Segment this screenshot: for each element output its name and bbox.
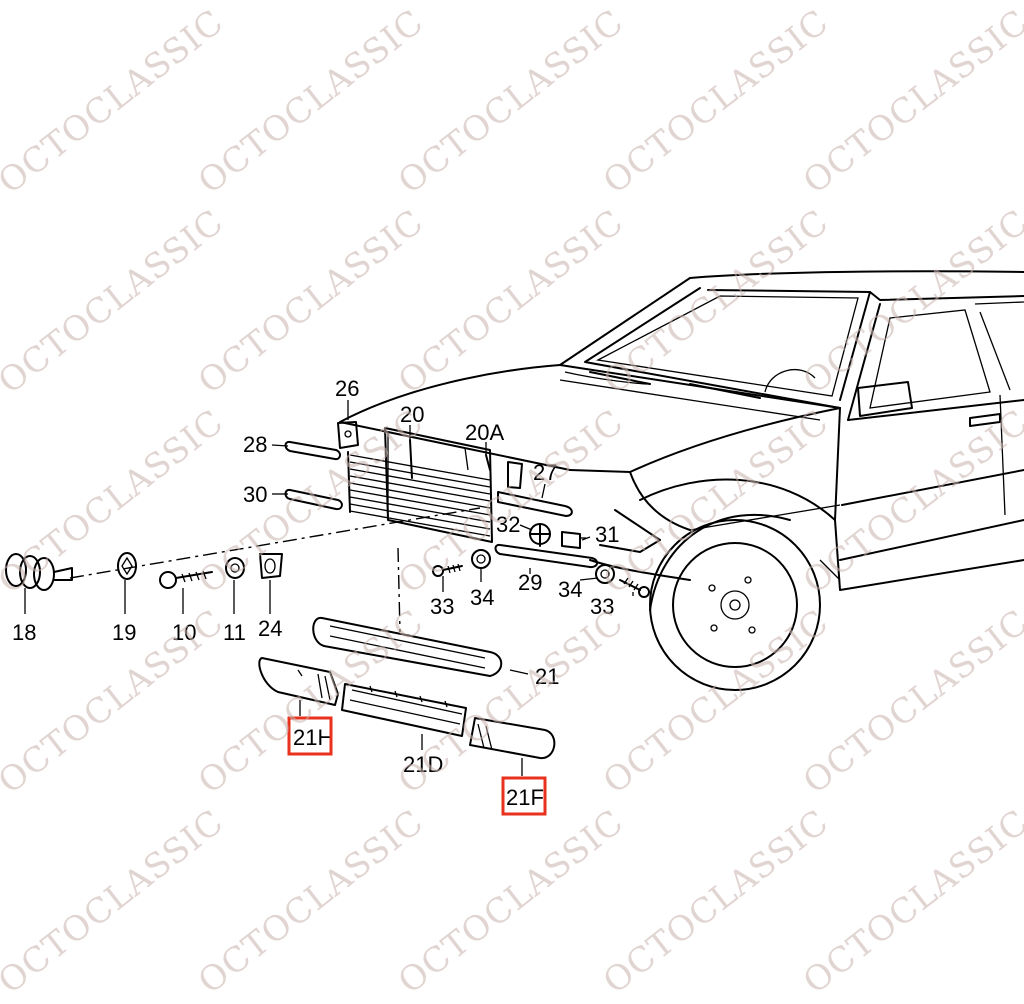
label-part-33-left: 33 (430, 594, 454, 619)
part-32-clip (529, 523, 551, 547)
label-part-18: 18 (12, 620, 36, 645)
label-part-20a: 20A (465, 420, 504, 445)
label-part-20: 20 (400, 402, 424, 427)
label-part-31: 31 (595, 522, 619, 547)
part-27-trim (497, 461, 573, 517)
part-33-screw-right (619, 577, 650, 598)
label-part-19: 19 (112, 620, 136, 645)
car-body-drawing (339, 270, 1024, 691)
part-21-spoiler (312, 617, 503, 677)
highlight-box-21h (287, 716, 333, 756)
label-part-28: 28 (243, 432, 267, 457)
label-part-21f: 21F (506, 785, 544, 810)
part-31-connector (561, 531, 586, 549)
part-11-washer (225, 557, 245, 579)
label-part-21: 21 (535, 664, 559, 689)
part-26-bracket (337, 421, 359, 449)
label-part-34-left: 34 (470, 585, 494, 610)
label-part-11: 11 (223, 620, 246, 645)
part-18-lens-set (5, 553, 73, 591)
label-part-29: 29 (518, 570, 542, 595)
part-33-screw-left (432, 563, 463, 577)
part-30-strip (284, 488, 343, 511)
part-19-emblem (117, 552, 137, 580)
part-21f-insert (469, 717, 556, 760)
part-24-grommet (259, 553, 283, 579)
label-part-26: 26 (335, 376, 359, 401)
label-part-32: 32 (496, 512, 520, 537)
part-34-washer-right (595, 564, 615, 584)
label-part-21d: 21D (403, 752, 443, 777)
part-20-grille (347, 427, 493, 543)
part-28-strip (284, 440, 341, 461)
label-part-24: 24 (258, 616, 282, 641)
part-21d-insert (341, 683, 467, 737)
label-part-34-right: 34 (558, 577, 582, 602)
part-10-screw (159, 570, 213, 589)
label-part-33-right: 33 (590, 594, 614, 619)
highlight-box-21f (501, 776, 547, 816)
part-20a-retainer (485, 454, 491, 471)
part-29-strip (494, 543, 598, 569)
label-part-10: 10 (172, 620, 196, 645)
leader-lines (24, 400, 634, 776)
label-part-21h: 21H (293, 725, 333, 750)
label-part-30: 30 (243, 482, 267, 507)
part-21h-insert (258, 657, 339, 706)
label-part-27: 27 (533, 460, 557, 485)
